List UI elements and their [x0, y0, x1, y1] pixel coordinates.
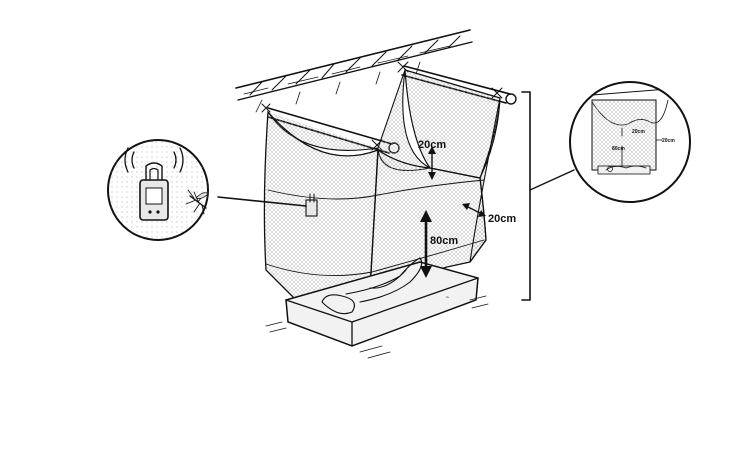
mattress-mark: ~ [446, 295, 449, 301]
leader-line-inset [529, 169, 575, 191]
mosquito-net [263, 69, 501, 304]
inset-height-label: 80cm [612, 146, 625, 152]
schematic-inset: 20cm 20cm 80cm [569, 81, 691, 203]
height-bracket [521, 91, 531, 301]
sensor-on-net [305, 193, 318, 217]
dimension-side-gap: 20cm [462, 203, 516, 225]
mosquito-icon [185, 189, 209, 215]
inset-top-gap-label: 20cm [632, 129, 645, 135]
inset-side-gap-label: 20cm [662, 138, 675, 144]
mattress: ~ [265, 257, 489, 359]
dimension-top-gap: 20cm [418, 139, 446, 180]
data-logger-icon [124, 147, 184, 221]
height-label: 80cm [430, 235, 458, 247]
roof [235, 29, 473, 113]
sensor-inset [107, 139, 209, 241]
top-gap-label: 20cm [418, 139, 446, 151]
dimension-height: 80cm [420, 210, 458, 278]
leader-line-sensor [217, 196, 307, 207]
side-gap-label: 20cm [488, 213, 516, 225]
